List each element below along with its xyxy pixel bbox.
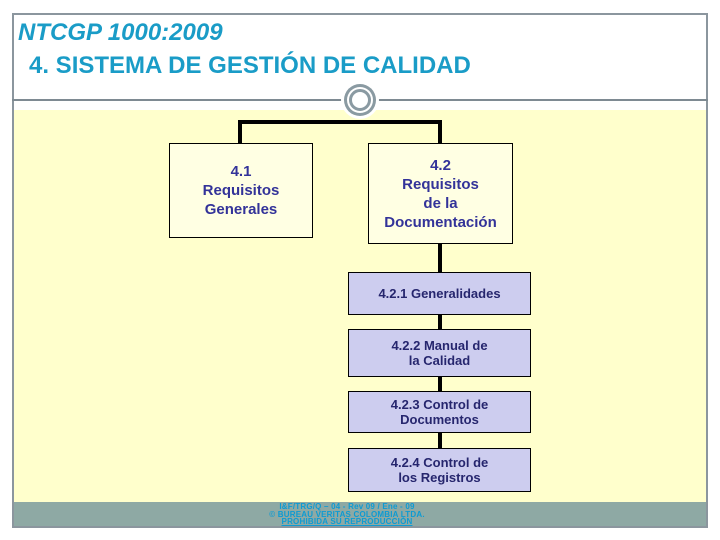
node-label-line: Documentos xyxy=(400,412,479,427)
footer-doc-code: I&F/TRG/Q – 04 - Rev 09 / Ene - 09 xyxy=(279,502,415,511)
connector-horizontal xyxy=(238,120,442,124)
node-label-line: Requisitos xyxy=(402,175,479,193)
connector-segment-2 xyxy=(438,315,442,329)
slide-title: NTCGP 1000:2009 xyxy=(18,19,223,46)
diagram-canvas: 4.1 Requisitos Generales 4.2 Requisitos … xyxy=(14,110,706,502)
node-label-line: 4.2.1 Generalidades xyxy=(378,286,501,301)
connector-segment-3 xyxy=(438,377,442,391)
connector-stub-left xyxy=(238,120,242,144)
node-4-2-1-generalidades: 4.2.1 Generalidades xyxy=(348,272,531,315)
footer-prohibition: PROHIBIDA SU REPRODUCCIÓN xyxy=(281,517,413,526)
connector-segment-4 xyxy=(438,433,442,448)
node-4-2-2-manual-calidad: 4.2.2 Manual de la Calidad xyxy=(348,329,531,377)
slide-frame: NTCGP 1000:2009 4. SISTEMA DE GESTIÓN DE… xyxy=(12,13,708,528)
node-4-2-requisitos-documentacion: 4.2 Requisitos de la Documentación xyxy=(368,143,513,244)
connector-stub-right xyxy=(438,120,442,144)
circle-ornament-icon xyxy=(349,89,371,111)
node-4-2-4-control-registros: 4.2.4 Control de los Registros xyxy=(348,448,531,492)
node-label-line: 4.1 xyxy=(230,163,252,180)
connector-segment-1 xyxy=(438,244,442,272)
slide-subtitle: 4. SISTEMA DE GESTIÓN DE CALIDAD xyxy=(29,52,471,79)
node-4-1-requisitos-generales: 4.1 Requisitos Generales xyxy=(169,143,313,238)
footer-bar: I&F/TRG/Q – 04 - Rev 09 / Ene - 09 © BUR… xyxy=(14,502,706,526)
node-label-line: Generales xyxy=(204,201,278,218)
node-label-line: los Registros xyxy=(398,470,481,485)
footer-copyright: © BUREAU VERITAS COLOMBIA LTDA. xyxy=(269,509,425,519)
footer-text-block: I&F/TRG/Q – 04 - Rev 09 / Ene - 09 © BUR… xyxy=(14,502,693,526)
node-label-line: de la xyxy=(423,194,458,212)
node-label-line: 4.2.2 Manual de xyxy=(391,338,488,353)
node-label-line: 4.2.3 Control de xyxy=(390,397,489,412)
node-label-line: 4.2.4 Control de xyxy=(390,455,489,470)
node-label-line: Documentación xyxy=(384,213,497,231)
node-label-line: 4.2 xyxy=(430,156,451,174)
node-label-line: la Calidad xyxy=(408,353,471,368)
node-label-line: Requisitos xyxy=(202,182,280,199)
node-4-2-3-control-documentos: 4.2.3 Control de Documentos xyxy=(348,391,531,433)
